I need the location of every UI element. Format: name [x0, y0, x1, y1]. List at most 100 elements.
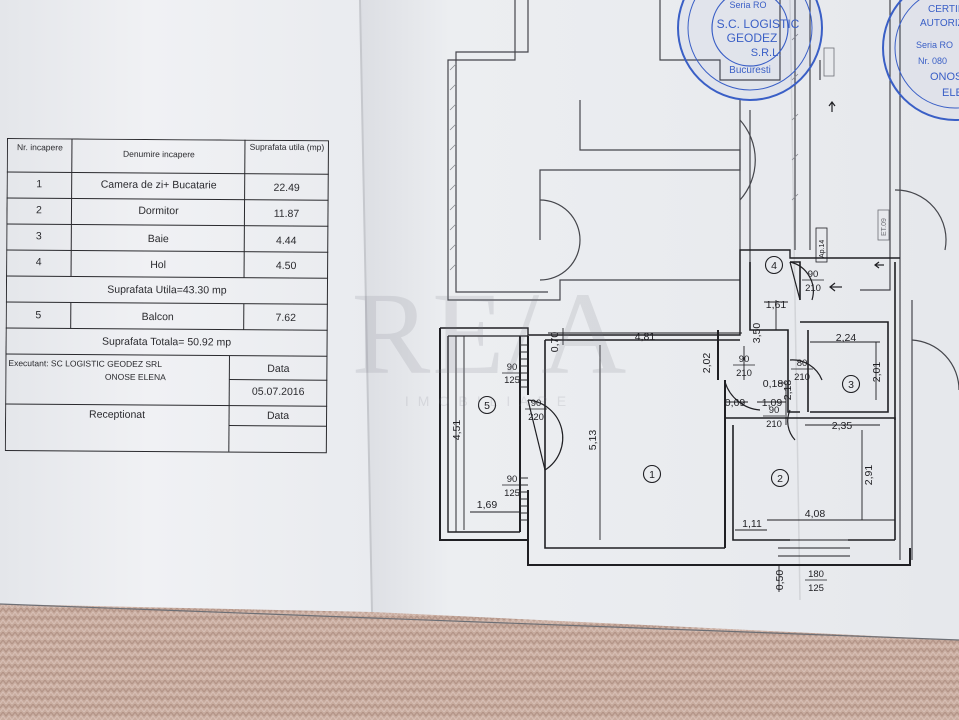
company-stamp: Seria RO S.C. LOGISTIC GEODEZ S.R.L. Buc… [677, 0, 823, 101]
dim-2-91: 2,91 [863, 465, 875, 486]
door-room1-h: 210 [736, 368, 752, 379]
room-number-circles [477, 255, 861, 488]
floor-tag: ET.09 [881, 218, 888, 236]
received-date-label: Data [266, 409, 290, 422]
paper-left-panel [0, 0, 372, 612]
header-name: Denumire incapere [122, 148, 195, 160]
dim-0-50: 0,50 [774, 570, 786, 591]
date-value: 05.07.2016 [251, 385, 305, 399]
door-balcon-mid-h: 220 [528, 412, 544, 423]
stamp1-line-1: S.C. LOGISTIC [717, 17, 800, 31]
paper-fold [359, 0, 373, 613]
door-dormitor-w: 90 [769, 405, 780, 416]
stamp2-line-4: Nr. 080 [918, 56, 947, 66]
stamp2-line-1: CERTIFICAT DE [928, 4, 959, 15]
door-balcon-upper-h: 125 [504, 375, 520, 386]
watermark-subtitle: IMOBILIARE [404, 393, 576, 409]
stamp1-line-4: Bucuresti [729, 65, 771, 76]
balcony-window-marks [455, 336, 528, 532]
door-balcon-mid-w: 90 [531, 398, 542, 409]
dim-2-18: 2,18 [782, 380, 794, 401]
row3-nr: 3 [35, 230, 42, 243]
balcony-name: Balcon [141, 310, 174, 324]
stamp2-line-2: AUTORIZARE [920, 18, 959, 29]
door-balcon-upper-w: 90 [507, 362, 518, 373]
door-dormitor-h: 210 [766, 419, 782, 430]
door-balcon-lower-w: 90 [507, 474, 518, 485]
row4-nr: 4 [35, 256, 42, 269]
header-nr: Nr. incapere [16, 142, 63, 153]
door-room1-w: 90 [739, 354, 750, 365]
area-table-grid [4, 138, 329, 454]
row1-area: 22.49 [273, 181, 300, 195]
room-number-1: 1 [649, 469, 655, 481]
door-hol-w: 90 [808, 269, 819, 280]
row4-name: Hol [150, 259, 167, 272]
dim-4-81: 4,81 [635, 331, 656, 343]
dim-1-09: 1,09 [762, 397, 783, 409]
dim-2-35: 2,35 [832, 420, 853, 432]
row4-area: 4.50 [275, 259, 297, 273]
room-number-5: 5 [484, 400, 490, 412]
apartment-tag: Ap.14 [819, 240, 826, 258]
entry-arrow-icon [828, 101, 884, 292]
authorization-stamp: CERTIFICAT DE AUTORIZARE Seria RO Nr. 08… [882, 0, 959, 121]
window-dormitor-w: 180 [808, 569, 824, 580]
area-table: Nr. incapere Denumire incapere Suprafata… [4, 138, 330, 454]
row3-name: Baie [147, 232, 169, 246]
header-area: Suprafata utila (mp) [249, 141, 325, 153]
date-label: Data [267, 362, 290, 375]
room-number-3: 3 [848, 379, 854, 391]
dim-1-69: 1,69 [477, 499, 498, 511]
door-swings [527, 261, 823, 471]
row3-area: 4.44 [276, 234, 297, 248]
received-label: Receptionat [88, 408, 146, 421]
grand-total: Suprafata Totala= 50.92 mp [101, 335, 232, 349]
unit-tags: Ap.14 ET.09 [815, 47, 890, 263]
door-balcon-lower-h: 125 [504, 488, 520, 499]
paper-edge [0, 603, 959, 641]
door-hol-h: 210 [805, 283, 821, 294]
executant: Executant: SC LOGISTIC GEODEZ SRL [8, 358, 162, 370]
stamp1-line-2: GEODEZ [727, 31, 778, 45]
dim-0-70: 0,70 [549, 332, 561, 353]
watermark: RE/A IMOBILIARE [300, 275, 680, 410]
room-number-2: 2 [777, 473, 783, 485]
row2-area: 11.87 [273, 207, 300, 221]
balcony-nr: 5 [35, 309, 42, 322]
useful-total: Suprafata Utila=43.30 mp [107, 283, 227, 297]
dim-0-18: 0,18 [763, 378, 784, 390]
row2-name: Dormitor [138, 204, 179, 218]
row1-name: Camera de zi+ Bucatarie [100, 178, 217, 192]
door-baie-h: 210 [794, 372, 810, 383]
door-labels: 90 125 90 220 90 125 90 210 80 210 90 21… [502, 269, 827, 594]
dim-3-50: 3,50 [751, 323, 763, 344]
dimension-lines [463, 300, 895, 592]
dim-1-61: 1,61 [766, 299, 787, 311]
row1-nr: 1 [36, 178, 43, 191]
neighbor-floor-outline [447, 0, 959, 560]
stamp2-line-6: ELENA [942, 87, 959, 99]
dim-5-13: 5,13 [587, 430, 599, 451]
paper-right-panel [360, 0, 959, 640]
dim-1-11: 1,11 [742, 518, 762, 530]
dim-4-08: 4,08 [805, 508, 826, 520]
dim-2-02: 2,02 [701, 353, 713, 374]
wall-hatching [449, 33, 799, 271]
row2-nr: 2 [36, 204, 42, 217]
room-number-4: 4 [771, 260, 777, 272]
stamp2-line-5: ONOSE [930, 71, 959, 83]
stamp2-line-3: Seria RO [916, 40, 953, 50]
executant-person: ONOSE ELENA [104, 371, 166, 383]
dim-0-69: 0,69 [725, 397, 746, 409]
dim-2-01: 2,01 [871, 362, 883, 383]
door-baie-w: 80 [797, 358, 808, 369]
dim-4-51: 4,51 [451, 420, 463, 441]
paper-fold-right [789, 0, 801, 601]
dim-2-24: 2,24 [836, 332, 857, 344]
balcony-area: 7.62 [275, 311, 297, 325]
stamp1-line-5: Seria RO [729, 0, 766, 10]
stamp1-line-3: S.R.L. [751, 47, 782, 59]
